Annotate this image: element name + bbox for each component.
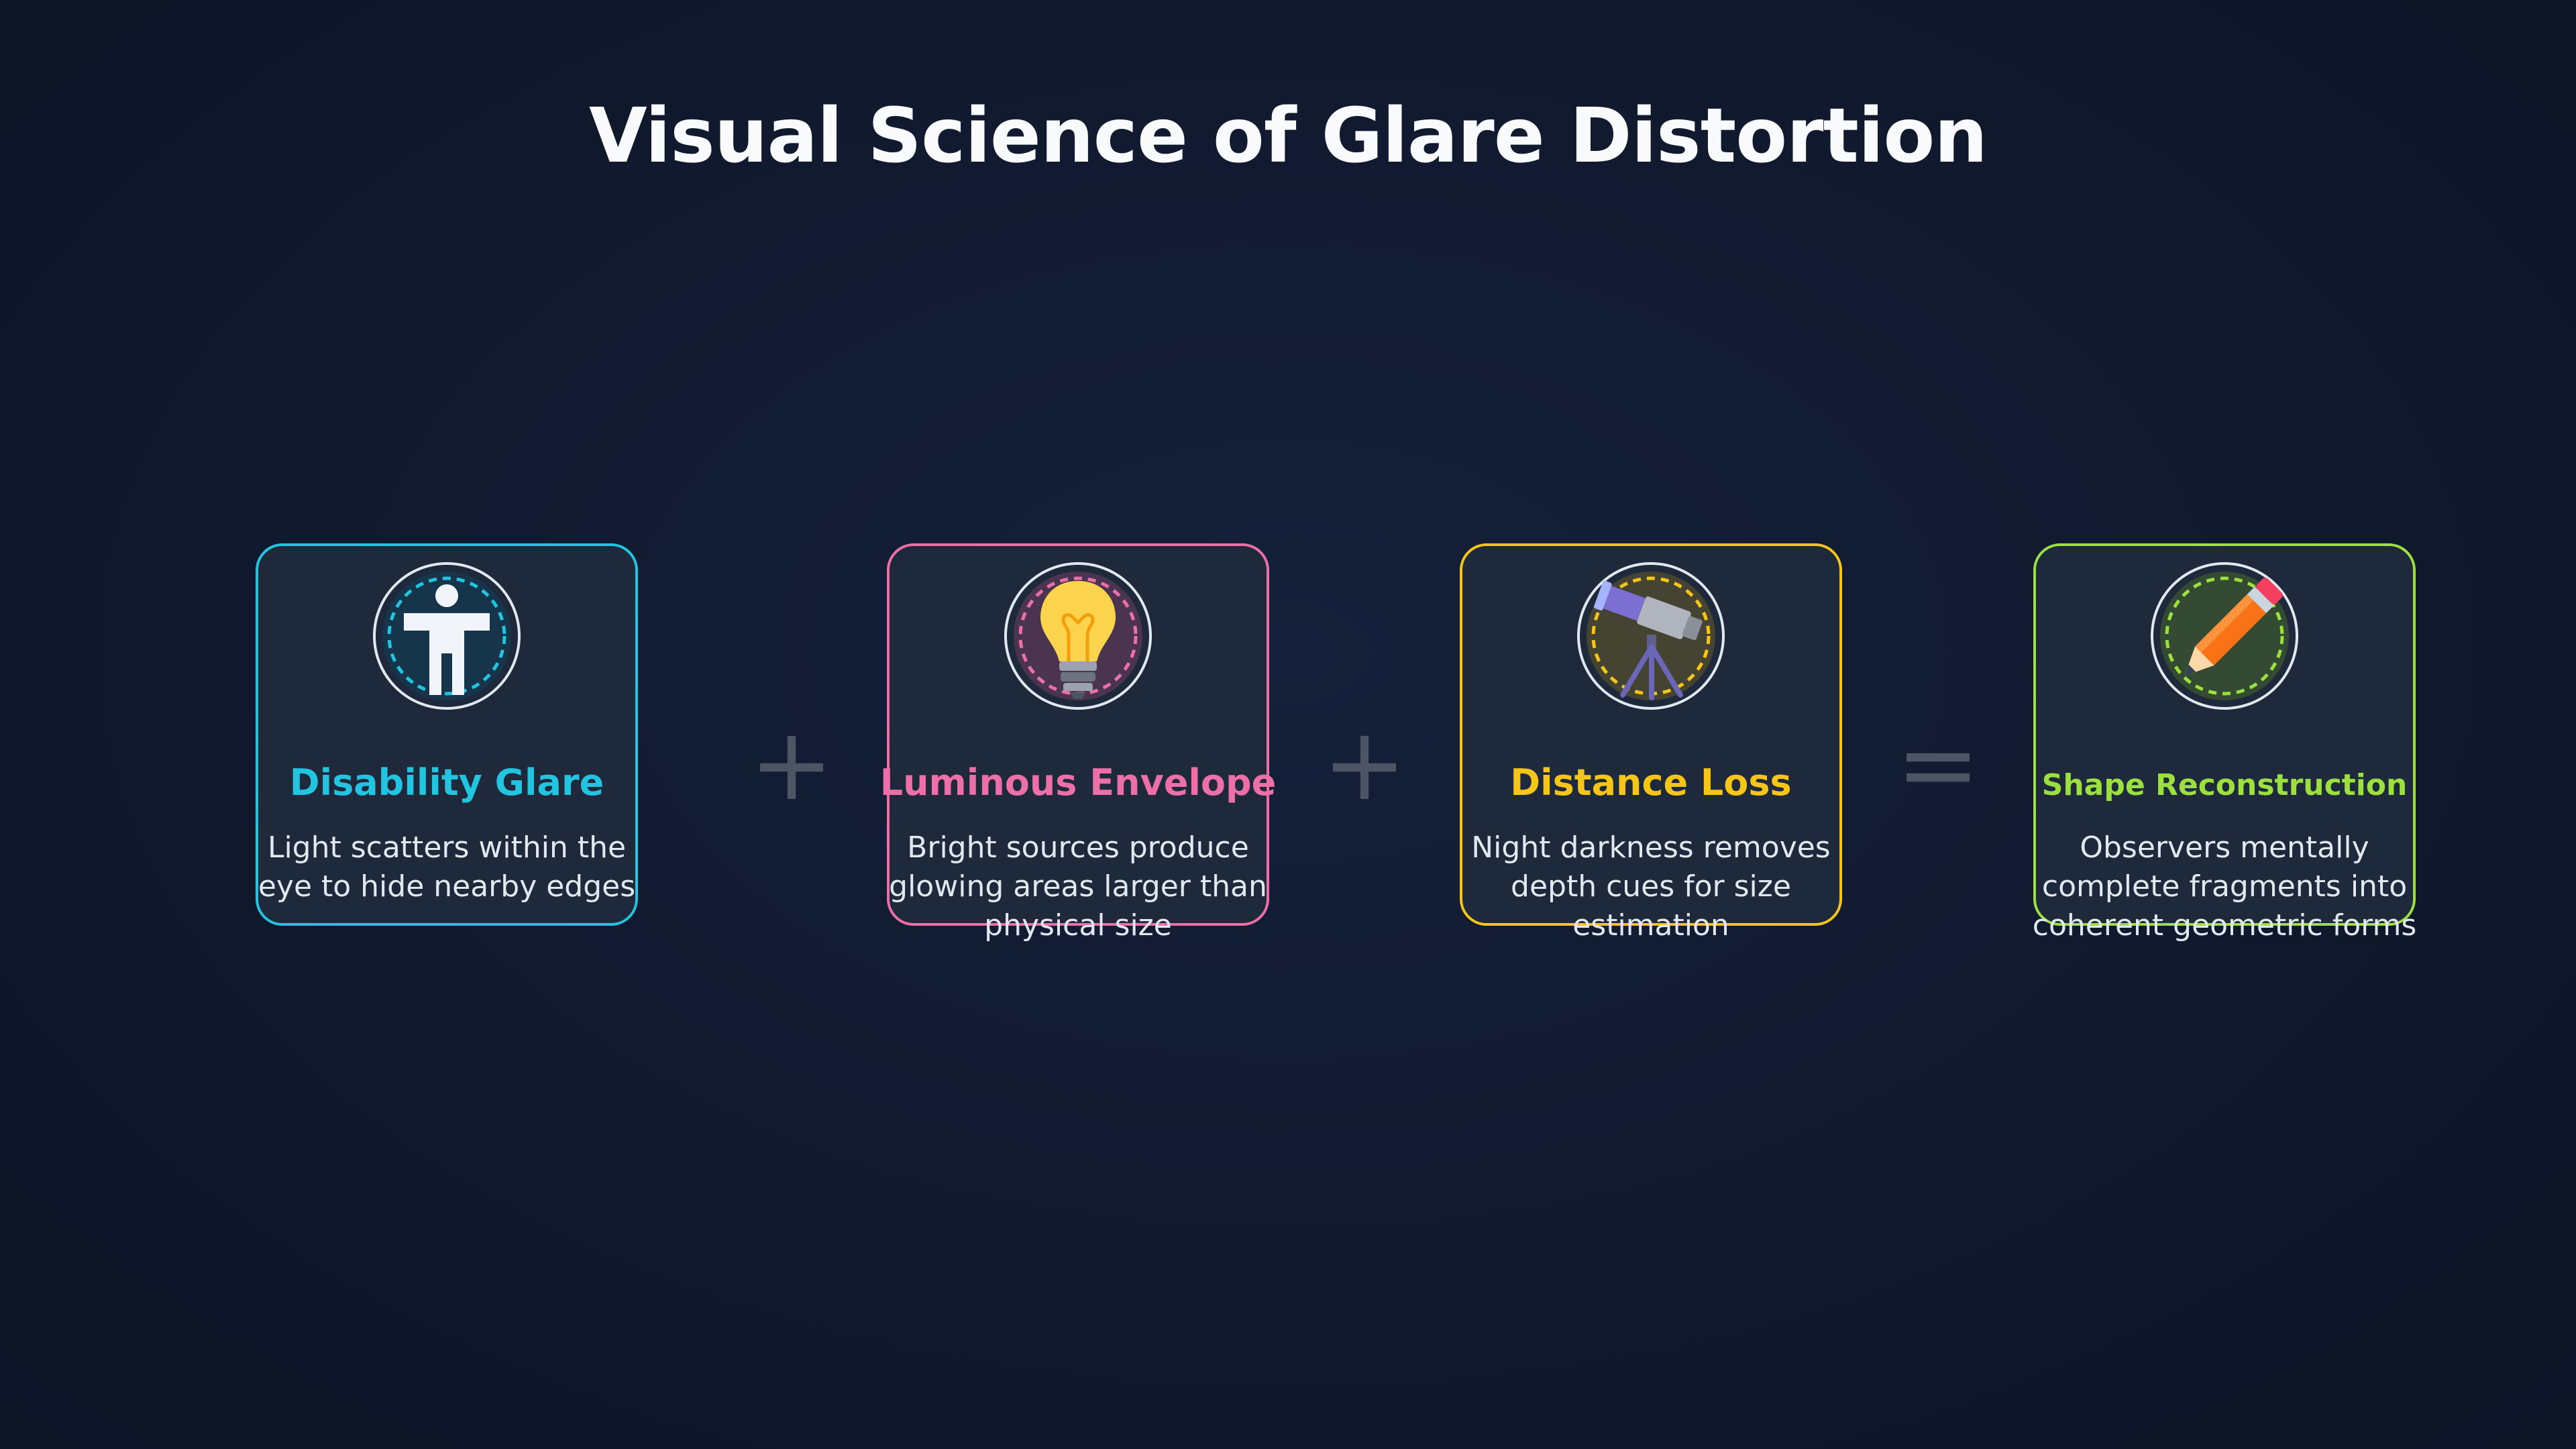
card-disability-glare bbox=[256, 543, 638, 926]
card-title-distance-loss: Distance Loss bbox=[1510, 761, 1792, 804]
equals-operator: = bbox=[1896, 706, 1980, 823]
card-title-luminous-envelope: Luminous Envelope bbox=[879, 761, 1277, 804]
page-title: Visual Science of Glare Distortion bbox=[588, 93, 1988, 180]
plus-operator-1: + bbox=[749, 706, 834, 823]
card-desc-luminous-envelope: Bright sources produce glowing areas lar… bbox=[889, 830, 1267, 943]
light-bulb-icon bbox=[1003, 561, 1153, 711]
card-title-disability-glare: Disability Glare bbox=[289, 761, 604, 804]
telescope-icon bbox=[1576, 561, 1726, 711]
card-distance-loss bbox=[1460, 543, 1842, 926]
person-icon bbox=[372, 561, 522, 711]
pencil-icon bbox=[2149, 561, 2300, 711]
card-luminous-envelope bbox=[887, 543, 1269, 926]
card-desc-distance-loss: Night darkness removes depth cues for si… bbox=[1471, 830, 1831, 943]
plus-operator-2: + bbox=[1322, 706, 1407, 823]
card-shape-reconstruction bbox=[2033, 543, 2416, 926]
card-title-shape-reconstruction: Shape Reconstruction bbox=[2041, 768, 2408, 802]
card-desc-disability-glare: Light scatters within the eye to hide ne… bbox=[258, 830, 636, 904]
card-desc-shape-reconstruction: Observers mentally complete fragments in… bbox=[2032, 830, 2417, 943]
